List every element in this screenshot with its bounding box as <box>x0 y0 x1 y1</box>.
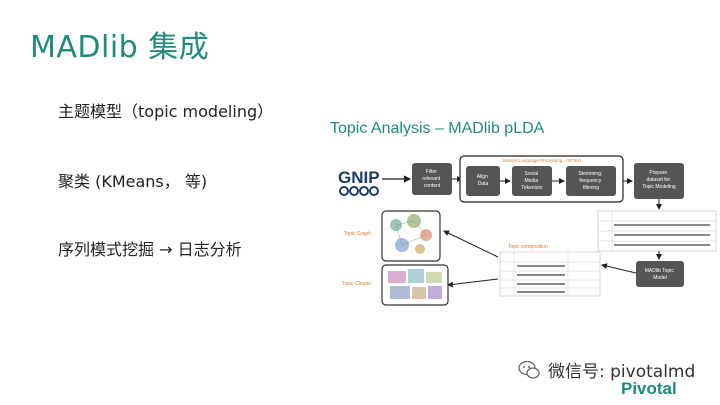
align-box <box>466 166 500 196</box>
social-line: Tokenizer <box>521 185 543 191</box>
bullet-sequence-mining: 序列模式挖掘 → 日志分析 <box>58 240 242 259</box>
wechat-text: 微信号: pivotalmd <box>548 362 696 382</box>
bullet-topic-modeling: 主题模型（topic modeling） <box>58 102 274 121</box>
stemming-line: filtering <box>583 185 599 191</box>
topic-composition-table <box>499 251 601 297</box>
filter-box <box>412 163 452 195</box>
prepare-line: dataset for <box>646 177 670 183</box>
madlib-box <box>636 261 684 287</box>
topic-clouds-label: Topic Clouds <box>342 281 371 287</box>
social-line: Media <box>524 178 538 184</box>
wechat-icon <box>518 360 540 379</box>
align-line: Data <box>478 181 489 187</box>
topic-graph-nodes <box>390 214 432 254</box>
stemming-line: frequency <box>579 178 601 184</box>
prepare-line: Prepare <box>649 170 667 176</box>
topic-clouds-art <box>388 269 442 299</box>
stemming-line: Stemming, <box>578 171 602 177</box>
social-box <box>512 166 552 196</box>
align-line: Align <box>477 174 488 180</box>
svg-text:Align Data: Align Data <box>477 174 490 187</box>
dataset-table <box>597 210 717 252</box>
stemming-box <box>566 166 616 196</box>
topic-graph-label: Topic Graph <box>344 231 371 237</box>
madlib-line: Model <box>653 275 667 281</box>
wechat-id: 微信号: pivotalmd <box>518 357 695 382</box>
filter-line: content <box>424 183 441 189</box>
filter-line: Filter <box>426 169 437 175</box>
madlib-line: MADlib Topic <box>645 268 675 274</box>
topic-analysis-diagram: GNIP Filter relevant content Natural Lan… <box>338 155 717 306</box>
prepare-box <box>634 163 684 199</box>
gnip-logo: GNIP <box>338 168 380 187</box>
svg-text:MADlib Topic Model: MADlib Topic Model <box>645 268 675 281</box>
pivotal-logo: Pivotal <box>621 379 677 398</box>
social-line: Social <box>524 171 538 177</box>
svg-text:Social Media Tokenizer: Social Media Tokenizer <box>521 171 543 191</box>
gnip-logo-circles <box>339 186 379 196</box>
bullet-clustering: 聚类 (KMeans， 等) <box>58 172 208 191</box>
filter-line: relevant <box>422 176 440 182</box>
slide-title: MADlib 集成 <box>30 30 210 65</box>
prepare-line: Topic Modeling <box>642 184 676 190</box>
diagram-title: Topic Analysis – MADlib pLDA <box>330 120 545 137</box>
svg-text:Prepare dataset for To: Prepare dataset for Topic Modeling <box>642 170 676 190</box>
nlp-label: Natural Language Processing - GPText <box>503 158 582 163</box>
topic-composition-label: Topic composition <box>508 244 548 250</box>
svg-text:Stemming, frequency fi: Stemming, frequency filtering <box>578 171 603 191</box>
svg-text:Filter relevant conten: Filter relevant content <box>422 169 441 189</box>
